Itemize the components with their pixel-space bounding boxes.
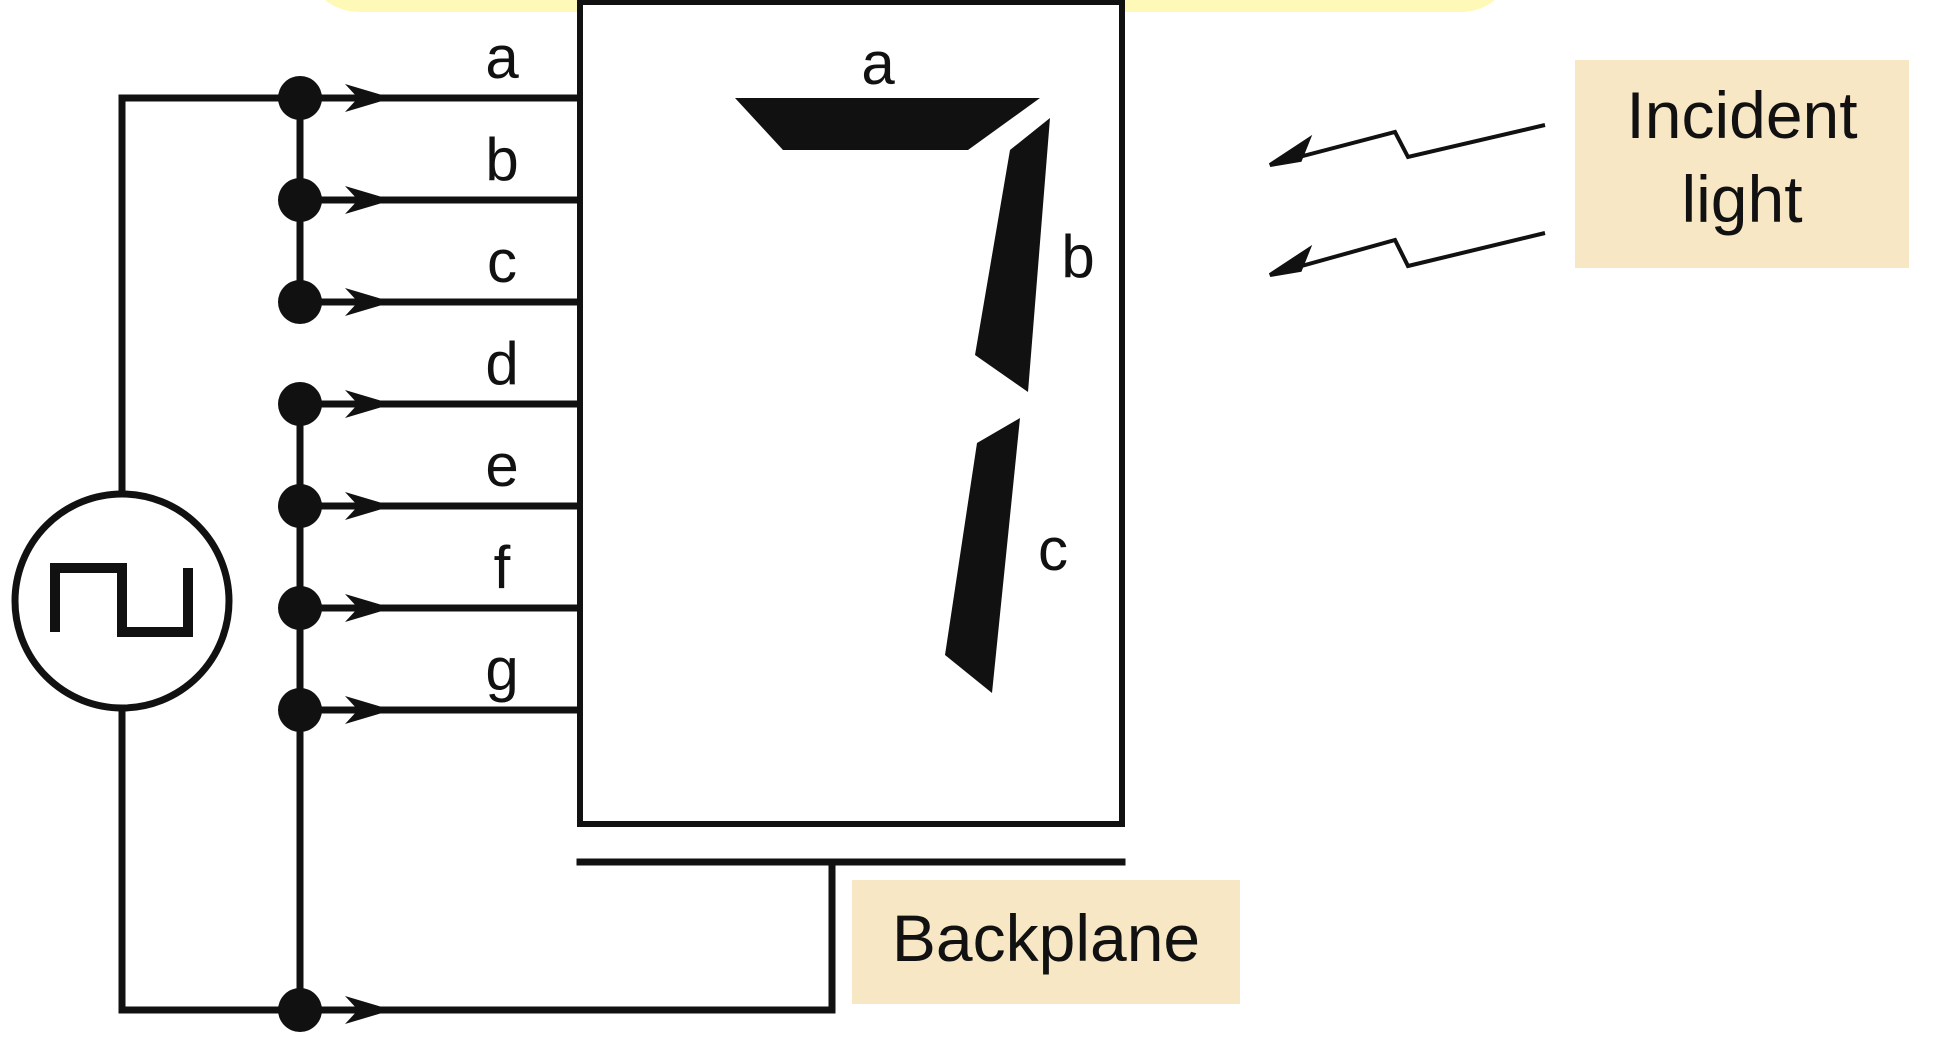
junction-dot-d <box>278 382 322 426</box>
incident-light-line-1: Incident <box>1626 78 1857 152</box>
square-wave-source-icon <box>11 490 233 712</box>
arrow-b <box>345 186 392 214</box>
source-loop-top <box>118 94 304 494</box>
junction-dot-g <box>278 688 322 732</box>
lightning-arrow-icon <box>1268 231 1546 277</box>
display-label-a: a <box>861 30 895 97</box>
backplane-callout-box <box>852 880 1240 1004</box>
display-label-c: c <box>1038 516 1068 583</box>
incident-light-line-2: light <box>1681 162 1802 236</box>
arrow-f <box>345 594 392 622</box>
backplane-return <box>296 858 836 1014</box>
line-label-a: a <box>485 24 519 91</box>
source-loop-bottom <box>118 708 304 1014</box>
segment-c <box>945 418 1020 693</box>
junction-dot-a <box>278 76 322 120</box>
line-label-f: f <box>494 534 511 601</box>
incident-light-rays <box>1268 123 1546 277</box>
segment-a <box>735 98 1040 150</box>
arrow-d <box>345 390 392 418</box>
segment-b <box>975 118 1050 392</box>
junction-dot-c <box>278 280 322 324</box>
line-label-b: b <box>485 126 518 193</box>
backplane-node <box>278 988 392 1032</box>
arrow-c <box>345 288 392 316</box>
line-label-d: d <box>485 330 518 397</box>
backplane-label: Backplane <box>892 901 1200 975</box>
display-label-b: b <box>1061 223 1094 290</box>
arrow-g <box>345 696 392 724</box>
digit-seven <box>735 98 1050 693</box>
arrow-backplane <box>345 996 392 1024</box>
junction-dot-backplane <box>278 988 322 1032</box>
arrow-a <box>345 84 392 112</box>
incident-light-callout-box <box>1575 60 1909 268</box>
arrow-e <box>345 492 392 520</box>
junction-dot-f <box>278 586 322 630</box>
line-label-g: g <box>485 636 518 703</box>
lightning-arrow-icon <box>1268 123 1546 167</box>
junction-dot-b <box>278 178 322 222</box>
line-label-e: e <box>485 432 518 499</box>
junction-dot-e <box>278 484 322 528</box>
line-label-c: c <box>487 228 517 295</box>
